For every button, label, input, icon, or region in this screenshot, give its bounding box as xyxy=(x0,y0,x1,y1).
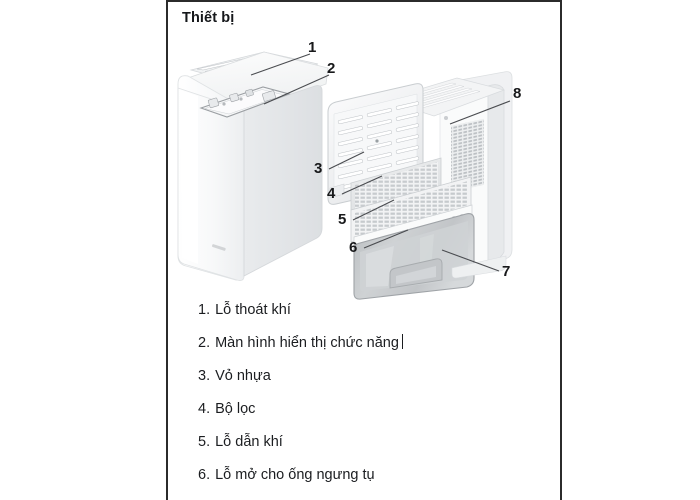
device-exploded-view xyxy=(327,71,513,300)
callout-2-number: 2 xyxy=(327,60,335,77)
list-item-4-number: 4. xyxy=(198,401,211,417)
callout-3: 3 xyxy=(314,151,365,177)
list-item-3: 3. Vỏ nhựa xyxy=(168,368,560,401)
list-item-1: 1. Lỗ thoát khí xyxy=(168,302,560,335)
parts-list: 1. Lỗ thoát khí 2. Màn hình hiển thị chứ… xyxy=(168,302,560,500)
callout-2: 2 xyxy=(263,60,335,105)
list-item-3-number: 3. xyxy=(198,368,211,384)
list-item-6-label: Lỗ mở cho ống ngưng tụ xyxy=(215,467,375,483)
callout-5-number: 5 xyxy=(338,211,346,228)
manual-page: Thiết bị xyxy=(166,0,562,500)
callout-7: 7 xyxy=(441,249,510,280)
callout-1-number: 1 xyxy=(308,39,316,56)
list-item-6: 6. Lỗ mở cho ống ngưng tụ xyxy=(168,467,560,500)
callout-8: 8 xyxy=(449,85,521,125)
callout-7-number: 7 xyxy=(502,263,510,280)
dehumidifier-parts-diagram: 1 2 xyxy=(168,28,560,300)
callout-3-number: 3 xyxy=(314,160,322,177)
callout-1: 1 xyxy=(250,39,316,76)
callout-4: 4 xyxy=(327,175,383,202)
list-item-2: 2. Màn hình hiển thị chức năng xyxy=(168,334,560,368)
list-item-4-label: Bộ lọc xyxy=(215,401,256,417)
callout-6: 6 xyxy=(349,229,409,256)
list-item-2-label: Màn hình hiển thị chức năng xyxy=(215,334,403,351)
callout-4-number: 4 xyxy=(327,185,336,202)
list-item-5-number: 5. xyxy=(198,434,211,450)
list-item-3-label: Vỏ nhựa xyxy=(215,368,271,384)
list-item-5-label: Lỗ dẫn khí xyxy=(215,434,283,450)
list-item-4: 4. Bộ lọc xyxy=(168,401,560,434)
list-item-1-number: 1. xyxy=(198,302,211,318)
list-item-2-number: 2. xyxy=(198,335,211,351)
callout-6-number: 6 xyxy=(349,239,357,256)
callout-5: 5 xyxy=(338,199,395,228)
callout-8-number: 8 xyxy=(513,85,521,102)
list-item-5: 5. Lỗ dẫn khí xyxy=(168,434,560,467)
device-assembled-view xyxy=(177,51,329,281)
list-item-6-number: 6. xyxy=(198,467,211,483)
list-item-1-label: Lỗ thoát khí xyxy=(215,302,291,318)
brand-logo xyxy=(211,244,226,251)
housing-side-vents xyxy=(451,118,484,192)
page-title: Thiết bị xyxy=(182,10,235,26)
water-tank xyxy=(353,213,475,300)
